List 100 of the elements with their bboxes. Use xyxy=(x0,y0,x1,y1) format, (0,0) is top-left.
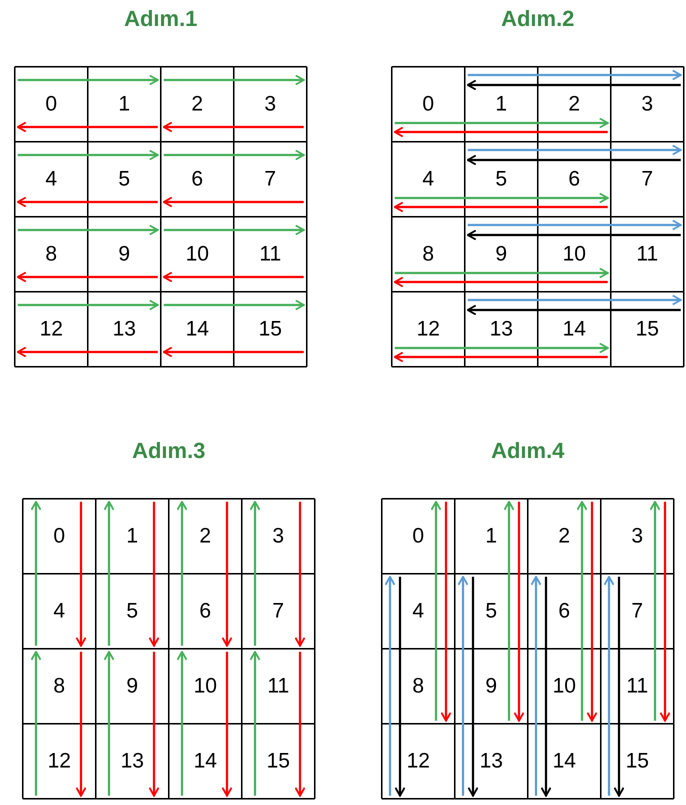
cell-number: 3 xyxy=(641,94,654,115)
cell-number: 11 xyxy=(626,676,648,697)
cell-number: 6 xyxy=(199,600,212,622)
arrow xyxy=(466,304,681,316)
arrow xyxy=(468,220,682,230)
arrow xyxy=(514,502,524,722)
arrow xyxy=(18,224,159,236)
cell-number: 5 xyxy=(126,600,138,622)
arrow xyxy=(104,500,114,646)
arrow xyxy=(222,502,232,647)
cell-number: 4 xyxy=(422,168,434,190)
arrow xyxy=(394,202,608,212)
cell-number: 2 xyxy=(558,526,570,547)
cell-number: 6 xyxy=(558,600,570,622)
cell-number: 9 xyxy=(495,244,508,265)
arrow xyxy=(162,196,304,208)
arrow xyxy=(16,122,158,132)
cell-number: 1 xyxy=(495,94,508,115)
arrow xyxy=(162,346,304,358)
arrow xyxy=(294,502,306,647)
arrow xyxy=(148,502,160,647)
arrow xyxy=(164,300,305,310)
cell-number: 11 xyxy=(267,676,290,697)
cell-number: 1 xyxy=(126,526,138,547)
arrow xyxy=(162,122,304,132)
cell-number: 14 xyxy=(562,318,586,340)
cell-number: 4 xyxy=(53,600,66,622)
arrow xyxy=(466,230,681,240)
cell-number: 2 xyxy=(199,526,212,547)
arrow xyxy=(164,150,305,160)
cell-number: 5 xyxy=(495,168,508,190)
cell-number: 8 xyxy=(422,244,434,265)
arrow xyxy=(250,650,260,796)
cell-number: 8 xyxy=(412,676,424,697)
cell-number: 2 xyxy=(191,94,204,115)
arrow xyxy=(394,192,609,204)
cell-number: 15 xyxy=(258,318,282,340)
arrow xyxy=(394,576,406,797)
arrow xyxy=(164,224,305,236)
cell-number: 3 xyxy=(631,526,644,547)
cell-number: 3 xyxy=(272,526,284,547)
cell-number: 15 xyxy=(266,750,290,772)
arrow xyxy=(468,576,478,797)
arrow xyxy=(394,126,608,138)
cell-number: 12 xyxy=(406,750,430,772)
arrow xyxy=(440,502,452,722)
arrow xyxy=(430,500,442,721)
arrow xyxy=(530,576,542,796)
cell-number: 13 xyxy=(112,318,136,340)
arrow xyxy=(76,502,86,647)
arrow xyxy=(394,352,608,362)
arrow xyxy=(104,650,114,796)
cell-number: 7 xyxy=(264,168,276,190)
arrow xyxy=(394,342,609,354)
cell-number: 13 xyxy=(120,750,144,772)
cell-number: 9 xyxy=(485,676,498,697)
cell-number: 14 xyxy=(194,750,217,772)
arrow xyxy=(466,154,681,166)
arrow xyxy=(16,196,158,208)
arrow xyxy=(504,500,514,721)
cell-number: 2 xyxy=(568,94,580,115)
arrow xyxy=(176,650,188,796)
cell-number: 10 xyxy=(552,676,576,697)
cell-number: 4 xyxy=(45,168,58,190)
cell-number: 9 xyxy=(126,676,138,697)
cell-number: 8 xyxy=(53,676,66,697)
cell-number: 7 xyxy=(631,600,644,622)
cell-number: 0 xyxy=(45,94,58,115)
arrow xyxy=(30,500,42,646)
cell-number: 1 xyxy=(118,94,130,115)
step-title: Adım.4 xyxy=(491,438,564,463)
cell-number: 14 xyxy=(186,318,209,340)
arrow xyxy=(16,272,158,282)
cell-number: 0 xyxy=(53,526,66,547)
arrow xyxy=(250,500,260,646)
cell-number: 6 xyxy=(568,168,580,190)
cell-number: 10 xyxy=(194,676,217,697)
arrow xyxy=(604,576,614,796)
arrow xyxy=(18,74,159,86)
cell-number: 15 xyxy=(626,750,649,772)
cell-number: 13 xyxy=(490,318,513,340)
cell-number: 7 xyxy=(272,600,284,622)
cell-number: 3 xyxy=(264,94,276,115)
cell-number: 11 xyxy=(636,244,658,265)
arrow xyxy=(384,576,396,796)
arrow xyxy=(162,272,304,282)
arrow xyxy=(540,576,552,797)
arrow xyxy=(650,500,660,721)
cell-number: 5 xyxy=(118,168,130,190)
arrow xyxy=(468,294,682,306)
cell-number: 15 xyxy=(636,318,659,340)
cell-number: 12 xyxy=(416,318,440,340)
arrow xyxy=(294,652,306,797)
cell-number: 13 xyxy=(480,750,503,772)
cell-number: 10 xyxy=(562,244,586,265)
step-title: Adım.2 xyxy=(501,6,574,31)
arrow xyxy=(468,144,682,156)
arrow xyxy=(660,502,670,722)
arrow xyxy=(148,652,160,797)
step-title: Adım.3 xyxy=(132,438,206,463)
